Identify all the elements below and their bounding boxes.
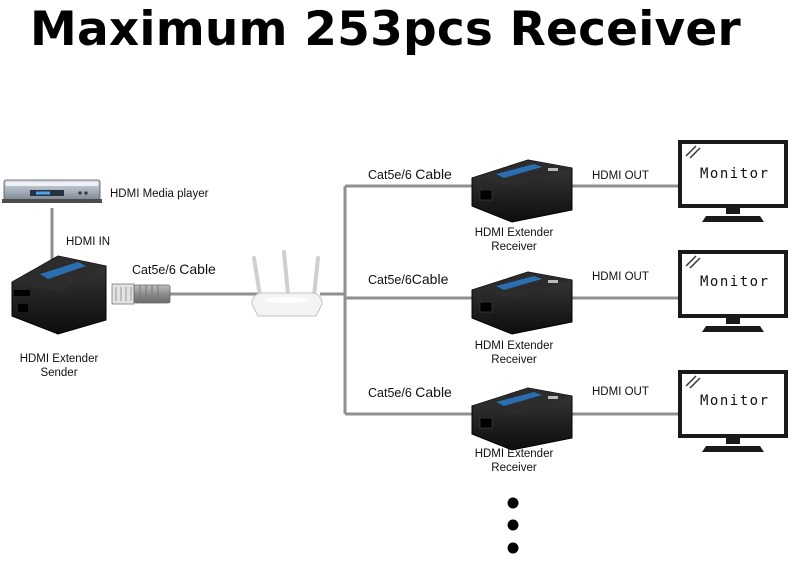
receiver-2-device-label: HDMI Extender Receiver bbox=[474, 340, 554, 366]
more-receivers-dots bbox=[507, 497, 519, 554]
cables bbox=[50, 184, 680, 416]
receiver-2-output-label: HDMI OUT bbox=[592, 271, 649, 283]
receiver-1-device-label: HDMI Extender Receiver bbox=[474, 227, 554, 253]
media-player-label: HDMI Media player bbox=[110, 188, 209, 200]
monitor-icon bbox=[678, 370, 788, 452]
receiver-1-cable-label: Cat5e/6 Cable bbox=[368, 166, 452, 182]
rj45-plug-icon bbox=[111, 283, 171, 305]
monitor-3-label: Monitor bbox=[700, 393, 770, 409]
monitor-2-label: Monitor bbox=[700, 274, 770, 290]
receiver-device-icon bbox=[471, 159, 573, 223]
monitor-icon bbox=[678, 250, 788, 332]
receiver-3-output-label: HDMI OUT bbox=[592, 386, 649, 398]
sender-device-icon bbox=[11, 255, 107, 335]
receiver-2-cable-label: Cat5e/6Cable bbox=[368, 271, 449, 287]
sender-cable-label: Cat5e/6 Cable bbox=[132, 261, 216, 277]
hdmi-in-label: HDMI IN bbox=[66, 236, 111, 248]
receiver-device-icon bbox=[471, 271, 573, 335]
monitor-icon bbox=[678, 140, 788, 222]
receiver-1-output-label: HDMI OUT bbox=[592, 170, 649, 182]
sender-device-label: HDMI Extender Sender bbox=[19, 353, 99, 379]
receiver-device-icon bbox=[471, 387, 573, 451]
receiver-3-device-label: HDMI Extender Receiver bbox=[474, 448, 554, 474]
router-icon bbox=[251, 250, 323, 317]
monitor-1-label: Monitor bbox=[700, 166, 770, 182]
media-player-icon bbox=[2, 179, 102, 203]
page-title: Maximum 253pcs Receiver bbox=[30, 2, 741, 57]
receiver-3-cable-label: Cat5e/6 Cable bbox=[368, 384, 452, 400]
